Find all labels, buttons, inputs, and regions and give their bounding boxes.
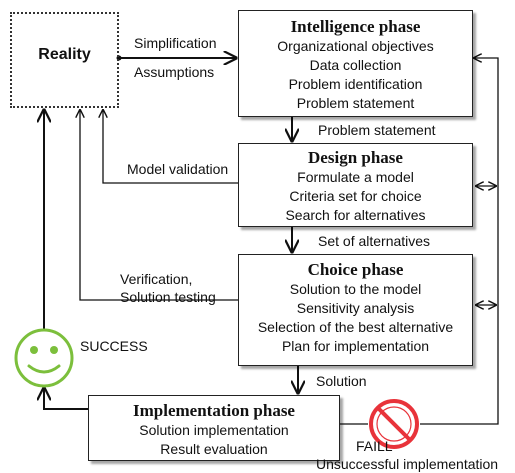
- intelligence-item: Problem statement: [296, 95, 415, 111]
- arrow-implementation-to-success: [44, 388, 88, 410]
- implementation-item: Solution implementation: [139, 422, 289, 438]
- intelligence-item: Organizational objectives: [277, 38, 434, 54]
- smiley-icon: [14, 328, 74, 388]
- model-validation-label: Model validation: [127, 161, 229, 177]
- reality-box: Reality: [10, 12, 119, 108]
- implementation-item: Result evaluation: [160, 441, 268, 457]
- fail-label: FAILL: [356, 438, 393, 454]
- no-entry-icon: [369, 399, 419, 449]
- intelligence-item: Problem identification: [288, 76, 423, 92]
- intelligence-title: Intelligence phase: [290, 17, 421, 36]
- choice-item: Selection of the best alternative: [257, 319, 454, 335]
- success-label: SUCCESS: [80, 338, 148, 354]
- assumptions-label: Assumptions: [134, 64, 215, 80]
- simplification-label: Simplification: [134, 35, 217, 51]
- reality-label: Reality: [38, 46, 91, 63]
- solution-testing-label: Solution testing: [120, 289, 216, 305]
- intelligence-item: Data collection: [309, 57, 402, 73]
- design-item: Formulate a model: [297, 169, 414, 185]
- choice-item: Sensitivity analysis: [296, 300, 415, 316]
- choice-title: Choice phase: [307, 260, 404, 279]
- intelligence-phase-box: Intelligence phase Organizational object…: [238, 10, 473, 117]
- unsuccessful-implementation-label: Unsuccessful implementation: [316, 456, 499, 472]
- design-phase-box: Design phase Formulate a model Criteria …: [238, 143, 473, 227]
- design-item: Criteria set for choice: [289, 188, 422, 204]
- implementation-phase-box: Implementation phase Solution implementa…: [88, 395, 340, 461]
- design-item: Search for alternatives: [285, 207, 426, 223]
- choice-phase-box: Choice phase Solution to the model Sensi…: [238, 254, 473, 366]
- arrow-choice-to-reality: [80, 110, 238, 301]
- set-of-alternatives-label: Set of alternatives: [318, 233, 431, 249]
- problem-statement-label: Problem statement: [318, 122, 436, 138]
- arrow-design-to-reality: [103, 110, 238, 184]
- design-title: Design phase: [308, 148, 403, 167]
- arrow-fail-to-intelligence: [420, 58, 499, 425]
- verification-label: Verification,: [120, 271, 193, 287]
- choice-item: Plan for implementation: [281, 338, 430, 354]
- solution-label: Solution: [316, 373, 367, 389]
- implementation-title: Implementation phase: [133, 401, 295, 420]
- choice-item: Solution to the model: [289, 281, 422, 297]
